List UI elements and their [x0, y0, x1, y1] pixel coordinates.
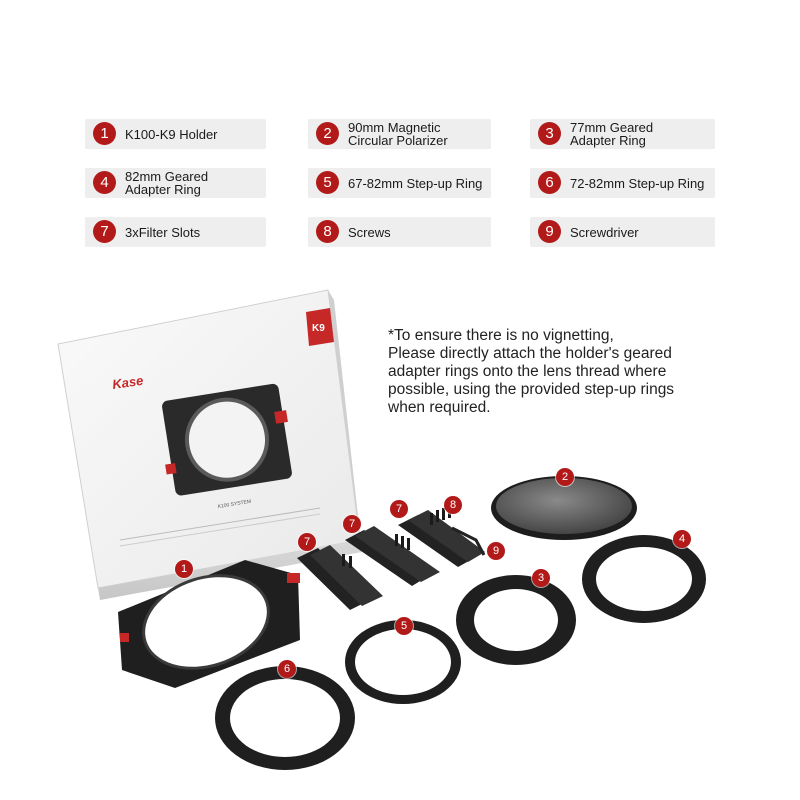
- legend-label: Screwdriver: [570, 224, 639, 240]
- box-system-label: K100 SYSTEM: [217, 499, 251, 510]
- callout-filter-slot-a: 7: [298, 533, 316, 551]
- adapter-ring-82mm: [582, 535, 706, 623]
- legend-number: 5: [316, 171, 339, 194]
- legend-label: 3xFilter Slots: [125, 224, 201, 240]
- legend-item-8: 8 Screws: [308, 217, 491, 247]
- screwdriver: [451, 526, 486, 556]
- legend-item-3: 3 77mm Geared Adapter Ring: [530, 119, 715, 149]
- legend-item-2: 2 90mm Magnetic Circular Polarizer: [308, 119, 491, 149]
- legend-number: 1: [93, 122, 116, 145]
- k100-k9-holder: [118, 560, 300, 688]
- legend-label: K100-K9 Holder: [125, 126, 218, 142]
- legend-number: 2: [316, 122, 339, 145]
- legend-item-4: 4 82mm Geared Adapter Ring: [85, 168, 266, 198]
- legend-label: 67-82mm Step-up Ring: [348, 175, 483, 191]
- callout-77mm-ring: 3: [532, 569, 550, 587]
- legend-number: 3: [538, 122, 561, 145]
- step-up-ring-67-82: [345, 620, 461, 704]
- callout-polarizer: 2: [556, 468, 574, 486]
- legend-label: 90mm Magnetic Circular Polarizer: [348, 120, 448, 148]
- filter-slots: [297, 510, 485, 610]
- legend-number: 4: [93, 171, 116, 194]
- legend-label: 77mm Geared Adapter Ring: [570, 120, 654, 148]
- step-up-ring-72-82: [215, 666, 355, 770]
- legend-item-7: 7 3xFilter Slots: [85, 217, 266, 247]
- callout-filter-slot-b: 7: [343, 515, 361, 533]
- callout-filter-slot-c: 7: [390, 500, 408, 518]
- badge-text: K9: [312, 323, 325, 334]
- legend-label: 72-82mm Step-up Ring: [570, 175, 705, 191]
- legend-number: 6: [538, 171, 561, 194]
- circular-polarizer: [491, 476, 637, 540]
- callout-72-82-ring: 6: [278, 660, 296, 678]
- legend-item-5: 5 67-82mm Step-up Ring: [308, 168, 491, 198]
- legend-item-1: 1 K100-K9 Holder: [85, 119, 266, 149]
- legend-item-9: 9 Screwdriver: [530, 217, 715, 247]
- legend-number: 7: [93, 220, 116, 243]
- brand-logo: Kase: [111, 373, 144, 392]
- legend-number: 9: [538, 220, 561, 243]
- k9-badge: K9: [306, 308, 334, 346]
- vignetting-note: *To ensure there is no vignetting, Pleas…: [388, 327, 675, 416]
- legend-number: 8: [316, 220, 339, 243]
- callout-screwdriver: 9: [487, 542, 505, 560]
- adapter-ring-77mm: [456, 575, 576, 665]
- legend-label: Screws: [348, 224, 391, 240]
- callout-67-82-ring: 5: [395, 617, 413, 635]
- legend-item-6: 6 72-82mm Step-up Ring: [530, 168, 715, 198]
- callout-82mm-ring: 4: [673, 530, 691, 548]
- callout-holder: 1: [175, 560, 193, 578]
- legend-label: 82mm Geared Adapter Ring: [125, 169, 209, 197]
- callout-screws: 8: [444, 496, 462, 514]
